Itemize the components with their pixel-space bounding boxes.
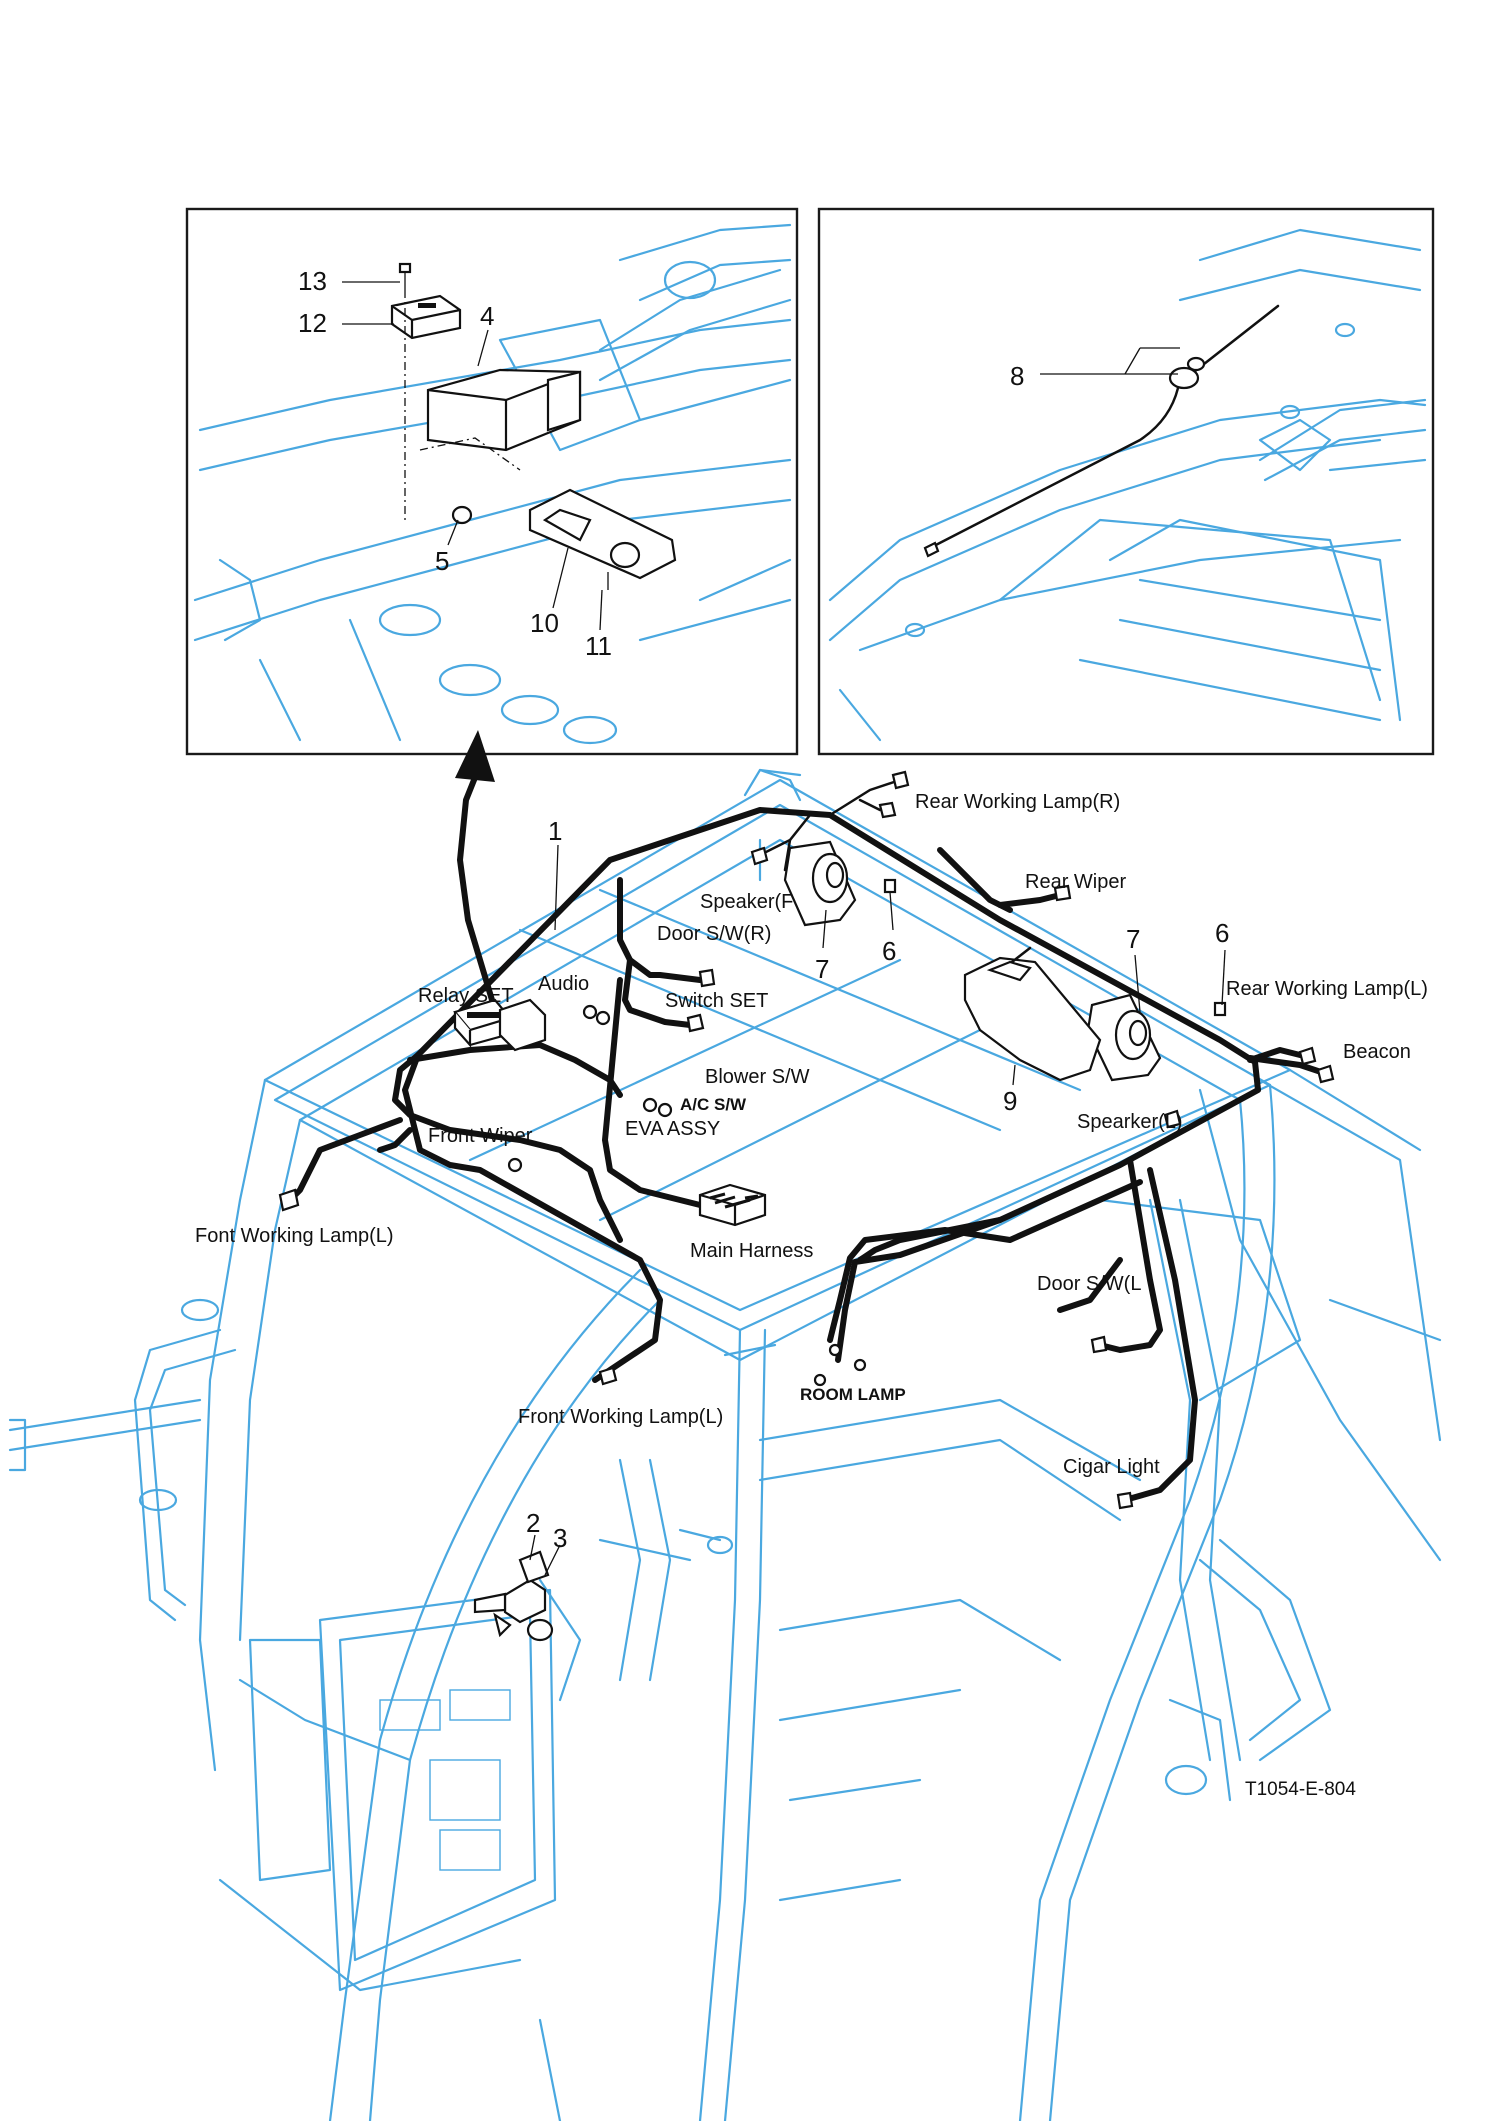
figure-code: T1054-E-804 <box>1245 1779 1356 1800</box>
callout-2: 2 <box>526 1508 540 1538</box>
main-harness-wiring <box>287 807 1333 1503</box>
antenna <box>923 304 1280 558</box>
callout-7b: 7 <box>1126 924 1140 954</box>
leader-11 <box>599 589 603 631</box>
label-beacon: Beacon <box>1343 1041 1411 1063</box>
label-speaker-r: Speaker(F <box>700 891 793 913</box>
label-door-sw-l: Door S/W(L <box>1037 1273 1141 1295</box>
label-ac-sw: A/C S/W <box>680 1095 747 1114</box>
label-main-harness: Main Harness <box>690 1240 813 1262</box>
label-eva-assy: EVA ASSY <box>625 1118 720 1140</box>
callout-11: 11 <box>585 631 612 661</box>
callout-6b: 6 <box>1215 918 1229 948</box>
room-lamp-body <box>963 946 1102 1082</box>
main-harness-block <box>698 1183 767 1227</box>
inset-audio-panel: 13 12 4 5 10 11 <box>185 207 799 756</box>
label-room-lamp: ROOM LAMP <box>800 1385 906 1404</box>
inset-pointer-arrow <box>455 730 495 1001</box>
callout-6a: 6 <box>882 936 896 966</box>
callout-5: 5 <box>435 546 449 576</box>
label-rear-working-lamp-r: Rear Working Lamp(R) <box>915 791 1120 813</box>
inset-right-frame <box>817 207 1435 756</box>
callout-8: 8 <box>1010 361 1024 391</box>
connectors <box>278 770 1335 1510</box>
callout-12: 12 <box>298 308 327 338</box>
leader-4 <box>477 329 489 367</box>
leader-5 <box>447 519 459 546</box>
screw-13 <box>398 262 412 290</box>
leader-2 <box>529 1534 536 1561</box>
wiper-motor <box>473 1534 561 1642</box>
label-front-wiper: Front Wiper <box>428 1125 533 1147</box>
lamp-unit <box>451 488 677 590</box>
label-rear-working-lamp-l: Rear Working Lamp(L) <box>1226 978 1428 1000</box>
inset-left-cab-lines <box>193 223 792 745</box>
label-speaker-l: Spearker(L) <box>1077 1111 1183 1133</box>
callout-7a: 7 <box>815 954 829 984</box>
callout-10: 10 <box>530 608 559 638</box>
clip-6b <box>1213 1001 1227 1017</box>
callout-13: 13 <box>298 266 327 296</box>
callout-3: 3 <box>553 1523 567 1553</box>
label-front-working-lamp-l: Front Working Lamp(L) <box>518 1406 723 1428</box>
assembly-line-2 <box>419 437 521 471</box>
audio-unit <box>426 368 582 452</box>
label-relay-set: Relay SET <box>418 985 514 1007</box>
leader-8a <box>1124 347 1141 375</box>
clip-6a <box>883 878 897 894</box>
speaker-right <box>783 840 857 927</box>
leader-3 <box>544 1544 561 1576</box>
label-switch-set: Switch SET <box>665 990 768 1012</box>
callout-1: 1 <box>548 816 562 846</box>
inset-left-frame <box>185 207 799 756</box>
inset-right-roof-lines <box>828 228 1427 742</box>
inset-antenna: 8 <box>817 207 1435 756</box>
label-cigar-light: Cigar Light <box>1063 1456 1160 1478</box>
label-font-working-lamp-l: Font Working Lamp(L) <box>195 1225 394 1247</box>
label-audio: Audio <box>538 973 589 995</box>
label-door-sw-r: Door S/W(R) <box>657 923 771 945</box>
callout-4: 4 <box>480 301 494 331</box>
cab-frame <box>8 768 1442 2121</box>
label-rear-wiper: Rear Wiper <box>1025 871 1126 893</box>
leader-10 <box>552 547 569 609</box>
label-blower-sw: Blower S/W <box>705 1066 810 1088</box>
main-leaders <box>554 844 1226 1086</box>
relay-set-block <box>453 998 547 1052</box>
callout-9: 9 <box>1003 1086 1017 1116</box>
speaker-left <box>1086 993 1162 1082</box>
